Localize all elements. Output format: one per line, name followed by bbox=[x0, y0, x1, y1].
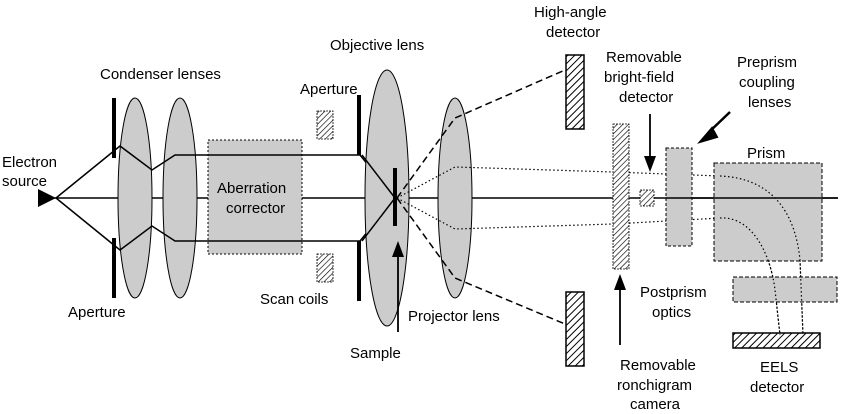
objective-lens bbox=[364, 69, 410, 327]
label-aperture-condenser: Aperture bbox=[68, 304, 126, 321]
label-postprism-2: optics bbox=[652, 304, 691, 321]
bf-ray-upper-in-prism bbox=[719, 175, 804, 336]
objective-aperture-bottom bbox=[357, 241, 361, 301]
label-aperture-objective: Aperture bbox=[300, 81, 358, 98]
sample-marker bbox=[393, 168, 397, 226]
label-condenser-lenses: Condenser lenses bbox=[100, 66, 221, 83]
bf-arrow-head bbox=[644, 156, 656, 172]
beam-converge-upper bbox=[361, 154, 396, 199]
high-angle-ray-upper bbox=[396, 69, 566, 199]
label-ronchigram-1: Removable bbox=[620, 357, 696, 374]
label-bf-1: Removable bbox=[606, 49, 682, 66]
high-angle-detector-lower bbox=[565, 291, 585, 367]
prism-box bbox=[713, 162, 823, 262]
preprism-coupling-lenses bbox=[665, 147, 693, 247]
scan-coil-lower bbox=[316, 253, 334, 283]
label-high-angle-2: detector bbox=[546, 24, 600, 41]
eels-detector bbox=[732, 332, 821, 349]
beam-converge-lower bbox=[361, 197, 396, 242]
label-electron-source-2: source bbox=[2, 173, 47, 190]
label-electron-source-1: Electron bbox=[2, 154, 57, 171]
bf-ray-lower-in-prism bbox=[719, 217, 781, 336]
objective-aperture-top bbox=[357, 95, 361, 155]
high-angle-detector-upper bbox=[565, 54, 585, 130]
label-ronchigram-2: ronchigram bbox=[617, 377, 692, 394]
label-eels-1: EELS bbox=[760, 359, 798, 376]
bright-field-detector bbox=[639, 189, 655, 207]
label-scan-coils: Scan coils bbox=[260, 291, 328, 308]
ronchigram-arrow-head bbox=[614, 274, 626, 290]
high-angle-ray-lower bbox=[396, 197, 566, 325]
aberration-corrector-box bbox=[207, 139, 303, 255]
label-preprism-3: lenses bbox=[748, 94, 791, 111]
condenser-aperture-top bbox=[112, 98, 116, 158]
label-prism: Prism bbox=[747, 145, 785, 162]
sample-arrow-head bbox=[392, 241, 404, 257]
label-projector-lens: Projector lens bbox=[408, 308, 500, 325]
label-aberration-1: Aberration bbox=[217, 180, 286, 197]
label-ronchigram-3: camera bbox=[630, 396, 681, 413]
condenser-lens-1 bbox=[117, 97, 153, 299]
label-aberration-2: corrector bbox=[226, 200, 285, 217]
ronchigram-camera bbox=[612, 123, 630, 270]
label-objective-lens: Objective lens bbox=[330, 37, 424, 54]
label-preprism-1: Preprism bbox=[737, 54, 797, 71]
label-bf-2: bright-field bbox=[604, 69, 674, 86]
projector-lens bbox=[437, 97, 473, 299]
scan-coil-upper bbox=[316, 110, 334, 140]
condenser-aperture-bottom bbox=[112, 238, 116, 298]
label-preprism-2: coupling bbox=[739, 74, 795, 91]
condenser-lens-2 bbox=[162, 97, 198, 299]
label-postprism-1: Postprism bbox=[640, 284, 707, 301]
label-bf-3: detector bbox=[619, 89, 673, 106]
label-sample: Sample bbox=[350, 345, 401, 362]
label-high-angle-1: High-angle bbox=[534, 4, 607, 21]
electron-source-triangle bbox=[38, 189, 56, 207]
label-eels-2: detector bbox=[750, 379, 804, 396]
preprism-arrow-head bbox=[697, 126, 719, 144]
postprism-optics bbox=[732, 276, 838, 303]
